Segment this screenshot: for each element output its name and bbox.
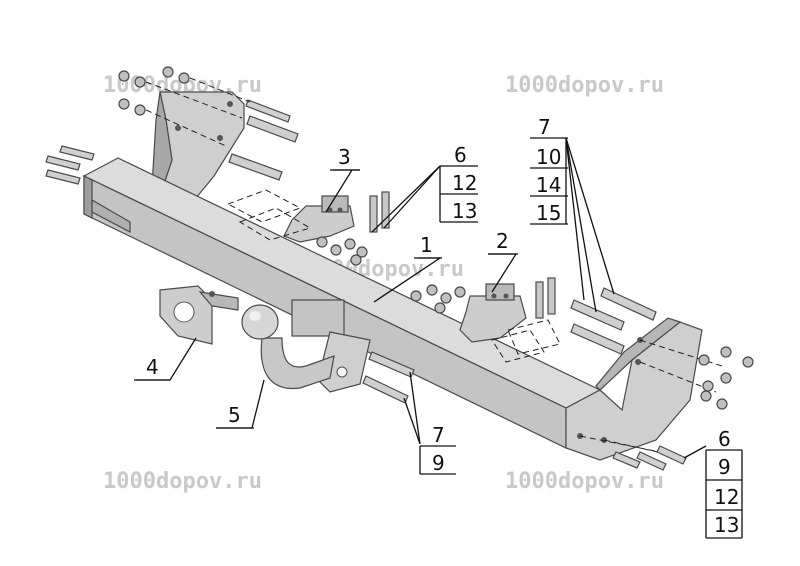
watermark-top-right: 1000dopov.ru <box>505 73 664 98</box>
right-upper-bolts <box>570 287 754 410</box>
watermark-bottom-left: 1000dopov.ru <box>103 469 262 494</box>
callout-group-bottom-center-2: 9 <box>432 451 445 475</box>
callout-group-left-2: 12 <box>452 171 477 195</box>
callout-group-left-1: 6 <box>454 143 467 167</box>
callout-5: 5 <box>228 403 241 427</box>
callout-group-bottom-right-3: 12 <box>714 485 739 509</box>
callout-group-left: 6 12 13 <box>439 143 478 223</box>
callout-3: 3 <box>338 145 351 169</box>
watermark-bottom-right: 1000dopov.ru <box>505 469 664 494</box>
callout-group-bottom-right-2: 9 <box>718 455 731 479</box>
callout-group-top-right-1: 7 <box>538 115 551 139</box>
callout-group-top-right-2: 10 <box>536 145 561 169</box>
callout-1: 1 <box>420 233 433 257</box>
callout-group-bottom-center: 7 9 <box>419 423 456 475</box>
right-lower-bolts <box>579 435 687 471</box>
callout-group-bottom-right: 6 9 12 13 <box>705 427 743 539</box>
callout-group-bottom-center-1: 7 <box>432 423 445 447</box>
callout-2: 2 <box>496 229 509 253</box>
socket-bracket <box>159 285 239 345</box>
callout-group-bottom-right-4: 13 <box>714 513 739 537</box>
callout-4: 4 <box>146 355 159 379</box>
left-end-bolts <box>45 145 95 185</box>
callout-group-left-3: 13 <box>452 199 477 223</box>
tow-ball-neck <box>241 299 371 393</box>
top-left-bolts <box>118 66 299 181</box>
center-hardware-left <box>226 189 390 266</box>
callout-group-top-right-3: 14 <box>536 173 561 197</box>
center-hardware-right <box>410 277 561 363</box>
callout-group-top-right: 7 10 14 15 <box>530 115 568 225</box>
center-bracket-2 <box>459 283 527 343</box>
callout-group-bottom-right-1: 6 <box>718 427 731 451</box>
ball-mount-bolts <box>362 351 415 404</box>
callout-group-top-right-4: 15 <box>536 201 561 225</box>
right-side-bracket <box>565 317 703 461</box>
